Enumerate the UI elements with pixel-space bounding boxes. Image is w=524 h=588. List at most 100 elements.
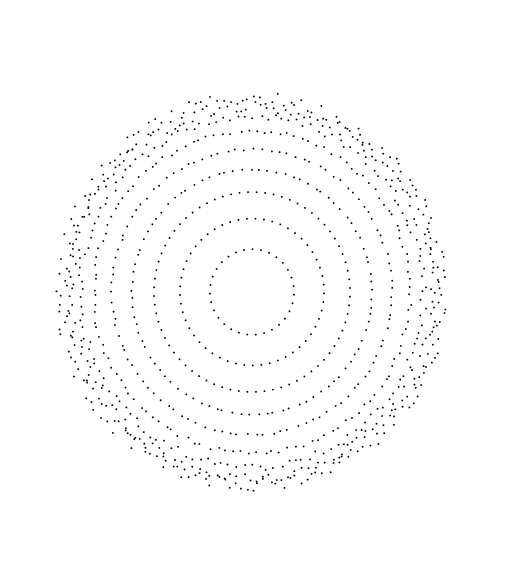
ring-dot [129,433,132,436]
ring-dot [122,159,125,162]
ring-dot [381,161,384,164]
ring-dot [168,344,171,347]
ring-dot [68,295,71,298]
ring-dot [106,177,109,180]
ring-dot [105,404,108,407]
ring-dot [215,267,218,270]
ring-dot [113,324,116,326]
ring-dot [118,335,120,337]
ring-dot [322,434,325,437]
ring-dot [304,340,307,342]
ring-dot [204,347,207,350]
ring-dot [180,460,183,463]
ring-dot [333,345,336,347]
ring-dot [332,458,335,461]
ring-dot [135,323,138,326]
ring-dot [165,141,168,143]
ring-dot [157,128,160,131]
ring-dot [324,168,327,171]
ring-dot [72,255,74,258]
ring-dot [204,135,207,138]
ring-dot [371,155,374,158]
ring-dot [240,130,243,133]
ring-dot [388,318,391,321]
ring-dot [348,287,351,289]
ring-dot [284,108,287,111]
ring-dot [221,224,224,227]
ring-dot [81,313,84,316]
ring-dot [121,234,124,237]
ring-dot [235,433,238,436]
ring-dot [332,429,335,432]
ring-dot [359,236,362,239]
ring-dot [317,217,320,220]
ring-dot [337,337,340,340]
ring-dot [417,208,420,211]
ring-dot [85,379,88,382]
ring-dot [432,306,435,309]
ring-dot [306,244,309,247]
ring-dot [275,171,278,174]
ring-dot [399,180,402,183]
ring-dot [320,105,323,107]
ring-dot [135,209,138,212]
ring-dot [134,158,137,161]
ring-dot [213,198,216,201]
ring-dot [227,150,230,153]
ring-dot [193,140,196,143]
ring-dot [194,245,197,248]
ring-dot [340,402,343,405]
ring-dot [314,325,317,328]
ring-dot [74,360,77,363]
ring-dot [143,345,146,348]
ring-dot [199,101,202,103]
ring-dot [398,352,401,355]
ring-dot [309,458,312,461]
ring-dot [121,344,124,347]
ring-dot [278,151,281,154]
ring-dot [240,110,243,113]
ring-dot [95,256,98,259]
ring-dot [213,228,216,231]
ring-dot [64,279,67,282]
ring-dot [100,417,102,419]
ring-dot [430,312,432,315]
ring-dot [126,358,129,361]
ring-dot [58,303,61,306]
ring-dot [206,202,208,205]
ring-dot [83,215,86,218]
ring-dot [293,176,296,179]
ring-dot [376,229,379,232]
ring-dot [193,442,196,445]
ring-dot [441,250,444,253]
ring-dot [74,205,76,208]
ring-dot [112,173,115,176]
ring-dot [146,386,149,389]
ring-dot [434,320,436,323]
ring-dot [230,328,233,331]
ring-dot [108,390,111,393]
ring-dot [191,120,194,123]
ring-dot [271,467,274,469]
ring-dot [110,366,113,369]
ring-dot [131,148,134,151]
ring-dot [142,238,145,241]
ring-dot [347,395,350,398]
ring-dot [129,412,132,415]
ring-dot [147,121,150,124]
ring-dot [431,343,434,346]
ring-dot [139,203,142,206]
ring-dot [212,134,215,137]
ring-dot [124,429,127,432]
ring-dot [370,306,373,309]
ring-dot [410,369,413,372]
ring-dot [361,174,364,177]
ring-dot [187,163,190,165]
ring-dot [226,463,229,466]
ring-dot [218,476,221,478]
ring-dot [355,429,358,431]
ring-dot [291,351,294,354]
ring-dot [132,133,135,136]
ring-dot [74,321,77,324]
ring-dot [172,465,175,468]
